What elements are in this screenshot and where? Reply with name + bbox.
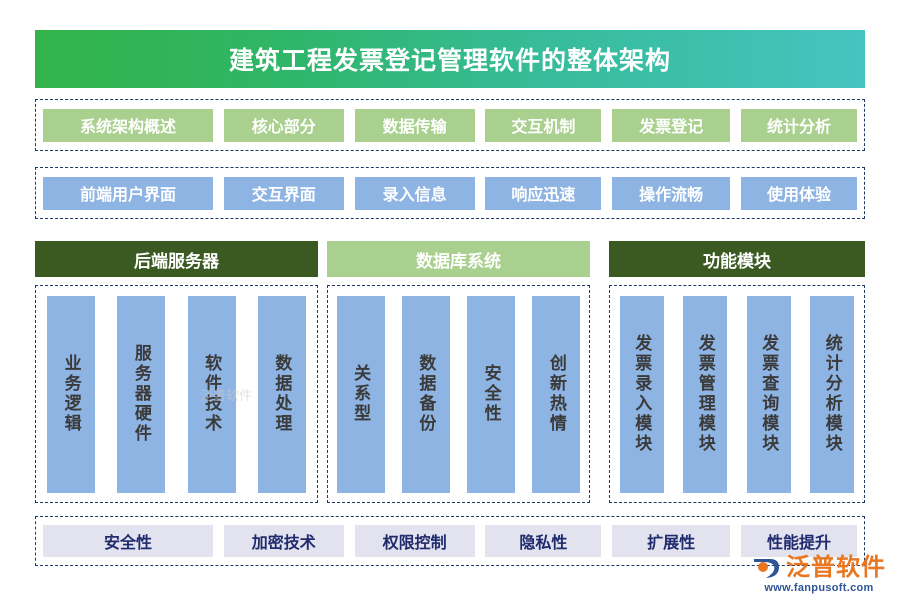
section-0-column-1[interactable]: 服务器硬件	[117, 295, 166, 493]
column-label: 关系型	[351, 364, 371, 424]
chip-label: 安全性	[103, 535, 152, 552]
brand-url: www.fanpusoft.com	[764, 582, 874, 594]
security-chip-1[interactable]: 加密技术	[223, 525, 344, 557]
database-columns-group: 关系型 数据备份 安全性 创新热情	[327, 285, 590, 503]
overview-row-group: 系统架构概述 核心部分 数据传输 交互机制 发票登记 统计分析	[35, 99, 865, 151]
column-label: 发票查询模块	[759, 334, 779, 454]
overview-chip-4[interactable]: 发票登记	[612, 108, 731, 142]
chip-label: 交互机制	[511, 119, 576, 136]
overview-chip-3[interactable]: 交互机制	[485, 108, 602, 142]
section-header-label: 后端服务器	[134, 251, 219, 271]
chip-label: 系统架构概述	[79, 119, 176, 136]
security-chip-0[interactable]: 安全性	[43, 525, 213, 557]
chip-label: 交互界面	[251, 187, 316, 204]
section-header-database: 数据库系统	[327, 241, 590, 277]
chip-label: 使用体验	[766, 187, 831, 204]
security-chip-3[interactable]: 隐私性	[485, 525, 602, 557]
frontend-row: 前端用户界面 交互界面 录入信息 响应迅速 操作流畅 使用体验	[36, 168, 864, 218]
column-label: 服务器硬件	[131, 344, 151, 444]
section-1-column-0[interactable]: 关系型	[336, 295, 385, 493]
section-header-label: 功能模块	[703, 251, 771, 271]
frontend-chip-5[interactable]: 使用体验	[740, 176, 857, 210]
database-columns: 关系型 数据备份 安全性 创新热情	[328, 286, 589, 502]
chip-label: 权限控制	[382, 535, 447, 552]
column-label: 发票管理模块	[695, 334, 715, 454]
backend-columns: 业务逻辑 服务器硬件 软件技术 数据处理	[36, 286, 317, 502]
chip-label: 前端用户界面	[79, 187, 176, 204]
column-label: 安全性	[481, 364, 501, 424]
security-row: 安全性 加密技术 权限控制 隐私性 扩展性 性能提升	[36, 517, 864, 565]
page-title: 建筑工程发票登记管理软件的整体架构	[228, 48, 671, 75]
modules-columns: 发票录入模块 发票管理模块 发票查询模块 统计分析模块	[610, 286, 864, 502]
frontend-row-group: 前端用户界面 交互界面 录入信息 响应迅速 操作流畅 使用体验	[35, 167, 865, 219]
security-chip-5[interactable]: 性能提升	[740, 525, 857, 557]
chip-label: 核心部分	[251, 119, 316, 136]
frontend-chip-4[interactable]: 操作流畅	[612, 176, 731, 210]
frontend-chip-1[interactable]: 交互界面	[223, 176, 344, 210]
page-title-banner: 建筑工程发票登记管理软件的整体架构	[35, 30, 865, 88]
column-label: 业务逻辑	[61, 354, 81, 434]
column-label: 数据备份	[416, 354, 436, 434]
security-chip-2[interactable]: 权限控制	[354, 525, 475, 557]
chip-label: 性能提升	[766, 535, 831, 552]
overview-chip-2[interactable]: 数据传输	[354, 108, 475, 142]
fanpu-logo-icon	[752, 555, 782, 581]
column-label: 数据处理	[272, 354, 292, 434]
section-2-column-0[interactable]: 发票录入模块	[619, 295, 664, 493]
security-chip-4[interactable]: 扩展性	[612, 525, 731, 557]
chip-label: 扩展性	[647, 535, 696, 552]
section-0-column-2[interactable]: 软件技术	[187, 295, 236, 493]
section-2-column-2[interactable]: 发票查询模块	[746, 295, 791, 493]
brand-logo-row: 泛普软件	[752, 555, 886, 581]
chip-label: 发票登记	[639, 119, 704, 136]
chip-label: 操作流畅	[639, 187, 704, 204]
section-0-column-3[interactable]: 数据处理	[257, 295, 306, 493]
section-header-label: 数据库系统	[416, 251, 501, 271]
brand-logo: 泛普软件 www.fanpusoft.com	[752, 555, 886, 594]
backend-columns-group: 业务逻辑 服务器硬件 软件技术 数据处理	[35, 285, 318, 503]
column-label: 软件技术	[202, 354, 222, 434]
overview-chip-5[interactable]: 统计分析	[740, 108, 857, 142]
section-1-column-1[interactable]: 数据备份	[401, 295, 450, 493]
chip-label: 响应迅速	[511, 187, 576, 204]
section-header-backend: 后端服务器	[35, 241, 318, 277]
section-1-column-3[interactable]: 创新热情	[532, 295, 581, 493]
frontend-chip-3[interactable]: 响应迅速	[485, 176, 602, 210]
chip-label: 统计分析	[766, 119, 831, 136]
column-label: 创新热情	[546, 354, 566, 434]
security-row-group: 安全性 加密技术 权限控制 隐私性 扩展性 性能提升	[35, 516, 865, 566]
overview-chip-0[interactable]: 系统架构概述	[43, 108, 213, 142]
column-label: 发票录入模块	[632, 334, 652, 454]
frontend-chip-0[interactable]: 前端用户界面	[43, 176, 213, 210]
section-1-column-2[interactable]: 安全性	[467, 295, 516, 493]
chip-label: 加密技术	[251, 535, 316, 552]
overview-chip-1[interactable]: 核心部分	[223, 108, 344, 142]
overview-row: 系统架构概述 核心部分 数据传输 交互机制 发票登记 统计分析	[36, 100, 864, 150]
brand-name: 泛普软件	[786, 555, 886, 581]
section-2-column-1[interactable]: 发票管理模块	[683, 295, 728, 493]
chip-label: 隐私性	[519, 535, 568, 552]
chip-label: 录入信息	[382, 187, 447, 204]
frontend-chip-2[interactable]: 录入信息	[354, 176, 475, 210]
section-2-column-3[interactable]: 统计分析模块	[810, 295, 855, 493]
modules-columns-group: 发票录入模块 发票管理模块 发票查询模块 统计分析模块	[609, 285, 865, 503]
chip-label: 数据传输	[382, 119, 447, 136]
column-label: 统计分析模块	[822, 334, 842, 454]
section-0-column-0[interactable]: 业务逻辑	[47, 295, 96, 493]
section-header-modules: 功能模块	[609, 241, 865, 277]
